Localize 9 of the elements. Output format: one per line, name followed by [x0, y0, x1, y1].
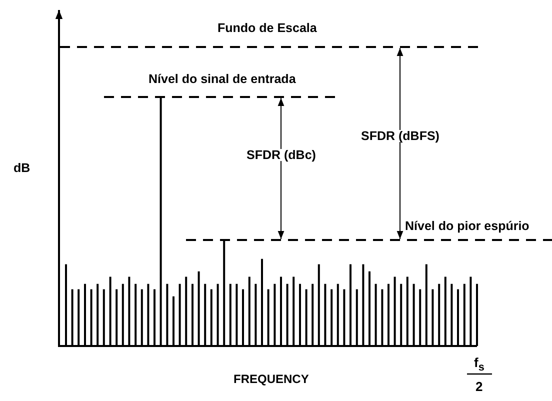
dimension-label: SFDR (dBFS) [361, 130, 440, 142]
axis-label: dB [14, 162, 30, 174]
axis-label: f$_{s}$ [474, 356, 484, 373]
axis-label: FREQUENCY [234, 373, 309, 385]
dimension-label: SFDR (dBc) [246, 148, 316, 161]
axis-label: 2 [476, 380, 483, 392]
level-label: Nível do sinal de entrada [148, 72, 296, 85]
level-label: Fundo de Escala [218, 22, 317, 34]
level-label: Nível do pior espúrio [405, 220, 530, 232]
